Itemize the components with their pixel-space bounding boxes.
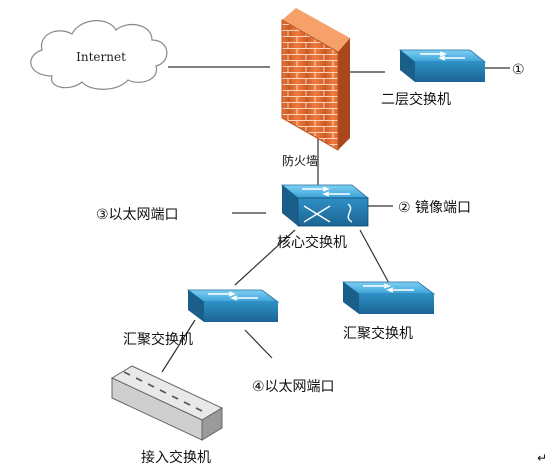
firewall-label: 防火墙 (282, 153, 318, 168)
agg-switch-right-icon (341, 281, 436, 314)
access-switch-label: 接入交换机 (141, 449, 211, 466)
link-agg-access (161, 319, 196, 373)
agg-switch-left-icon (186, 289, 280, 322)
callout-3-ethernet-port: ③以太网端口 (96, 207, 179, 223)
l2-switch-label: 二层交换机 (381, 91, 451, 108)
core-switch-icon (280, 184, 370, 227)
l2-switch-icon (398, 49, 487, 82)
firewall-icon (281, 8, 350, 151)
agg-switch-left-label: 汇聚交换机 (123, 331, 193, 348)
callout-4-ethernet-port: ④以太网端口 (252, 379, 335, 395)
access-switch-icon (110, 365, 224, 441)
callout-1: ① (512, 62, 525, 78)
internet-label: Internet (76, 50, 126, 64)
internet-cloud: Internet (30, 20, 168, 90)
pointer-eth-port-4 (244, 329, 273, 359)
agg-switch-right-label: 汇聚交换机 (343, 325, 413, 342)
link-core-agg-left (234, 229, 296, 286)
link-core-agg-right (359, 229, 391, 286)
callout-2-mirror-port: ② 镜像端口 (398, 200, 471, 216)
core-switch-label: 核心交换机 (277, 234, 347, 251)
paragraph-mark: ↵ (537, 451, 547, 465)
